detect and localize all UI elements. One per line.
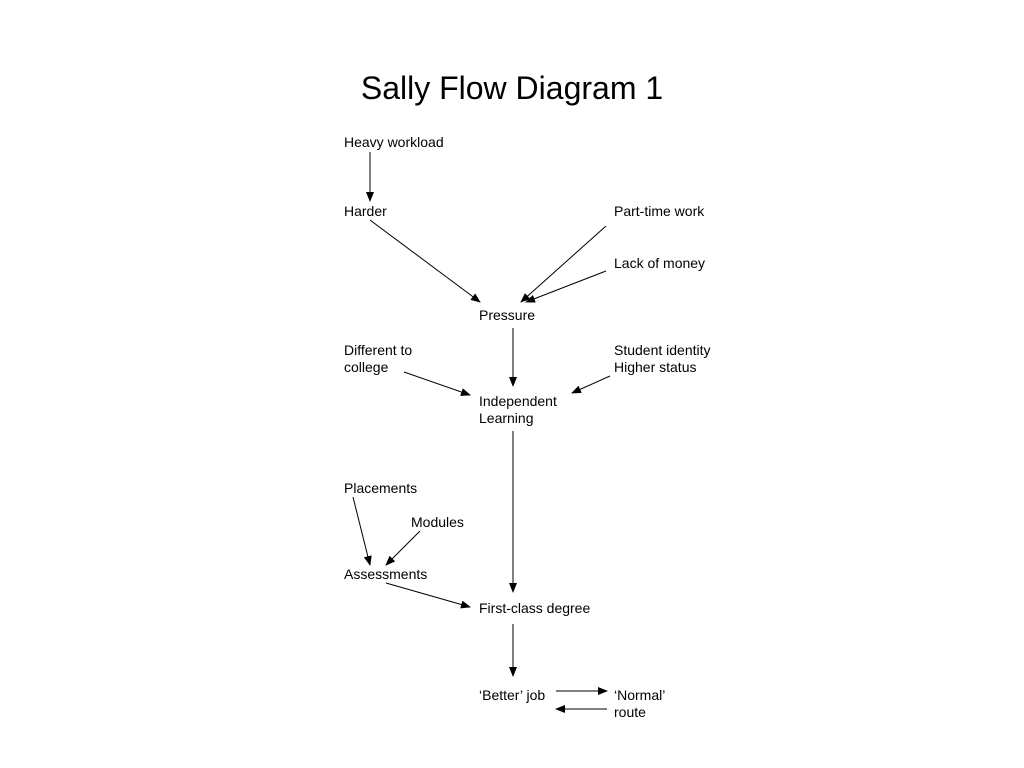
node-better-job: ‘Better’ job	[479, 687, 546, 703]
edge-lack-of-money-to-pressure	[525, 270, 607, 303]
node-normal-route-line-1: ‘Normal’	[614, 687, 666, 703]
node-student-identity-line-1: Student identity	[614, 342, 711, 358]
edge-placements-to-assessments	[352, 496, 372, 566]
node-student-identity-line-2: Higher status	[614, 359, 697, 375]
node-assessments: Assessments	[344, 566, 428, 582]
edge-harder-to-pressure	[369, 219, 481, 303]
edge-different-to-college-to-independent-learning	[403, 371, 471, 396]
node-different-to-college: Different to college	[344, 342, 412, 376]
diagram-title: Sally Flow Diagram 1	[360, 70, 664, 106]
node-part-time-work: Part-time work	[614, 203, 705, 219]
edge-assessments-to-first-class-degree	[385, 582, 471, 609]
node-modules: Modules	[411, 514, 464, 530]
node-independent-learning-line-1: Independent	[479, 393, 557, 409]
node-normal-route: ‘Normal’ route	[614, 687, 665, 721]
node-first-class-degree: First-class degree	[479, 600, 591, 616]
edge-student-identity-to-independent-learning	[571, 375, 611, 394]
node-harder: Harder	[344, 203, 387, 219]
node-different-to-college-line-1: Different to	[344, 342, 413, 358]
node-student-identity: Student identity Higher status	[614, 342, 711, 376]
edge-part-time-work-to-pressure	[520, 225, 607, 303]
edge-modules-to-assessments	[385, 530, 421, 566]
node-pressure: Pressure	[479, 307, 536, 323]
node-independent-learning-line-2: Learning	[479, 410, 534, 426]
node-normal-route-line-2: route	[614, 704, 646, 720]
node-lack-of-money: Lack of money	[614, 255, 706, 271]
node-heavy-workload: Heavy workload	[344, 134, 444, 150]
node-different-to-college-line-2: college	[344, 359, 389, 375]
node-placements: Placements	[344, 480, 418, 496]
node-independent-learning: Independent Learning	[479, 393, 557, 427]
